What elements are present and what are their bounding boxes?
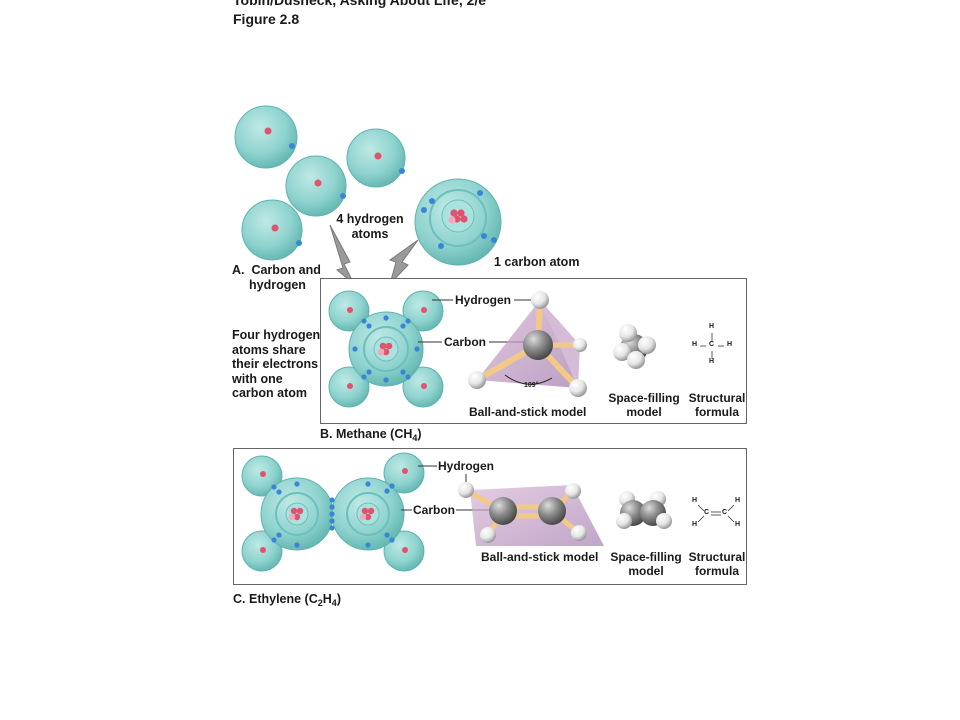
methane-space-filling-label: Space-filling model [608,391,680,419]
formula-atom-h: H [709,323,715,330]
panel-b-side-text: Four hydrogen atoms share their electron… [232,328,321,400]
formula-atom-h: H [735,497,741,504]
hydrogen-atom [241,199,303,261]
panel-c-caption: C. Ethylene (C2H4) [233,592,341,608]
figure-number: Figure 2.8 [233,11,300,27]
ethylene-space-filling-label: Space-filling model [610,550,682,578]
methane-electron-model [328,290,444,408]
methane-carbon-label: Carbon [444,335,486,349]
formula-atom-c: C [709,341,715,348]
methane-ball-and-stick [468,291,587,397]
formula-atom-c: C [704,509,710,516]
methane-structural-label: Structural formula [688,391,746,419]
ethylene-hydrogen-label: Hydrogen [438,459,495,473]
ethylene-ball-stick-label: Ball-and-stick model [481,550,599,564]
formula-atom-h: H [692,521,698,528]
formula-atom-h: H [692,341,698,348]
methane-ball-stick-label: Ball-and-stick model [469,405,587,419]
ethylene-ball-and-stick [458,482,604,546]
panel-b-caption: B. Methane (CH4) [320,427,422,443]
figure-source: Tobin/Dusheck, Asking About Life, 2/e [233,0,487,8]
formula-atom-h: H [727,341,733,348]
ethylene-electron-model [241,452,425,572]
formula-atom-h: H [692,497,698,504]
hydrogen-atom [234,105,298,169]
hydrogen-atoms-label: 4 hydrogen atoms [336,212,404,241]
formula-atom-c: C [722,509,728,516]
hydrogen-atom [285,155,347,217]
bond-angle-label: 109° [524,382,539,389]
methane-hydrogen-label: Hydrogen [455,293,512,307]
formula-atom-h: H [709,358,715,365]
carbon-atom-label: 1 carbon atom [494,255,580,269]
methane-space-filling [613,324,656,369]
ethylene-structural-label: Structural formula [688,550,746,578]
hydrogen-atom [346,128,406,188]
carbon-atom [414,178,502,266]
ethylene-space-filling [616,491,672,529]
ethylene-carbon-label: Carbon [413,503,455,517]
formula-atom-h: H [735,521,741,528]
panel-a-caption: A. Carbon and hydrogen [232,263,321,292]
